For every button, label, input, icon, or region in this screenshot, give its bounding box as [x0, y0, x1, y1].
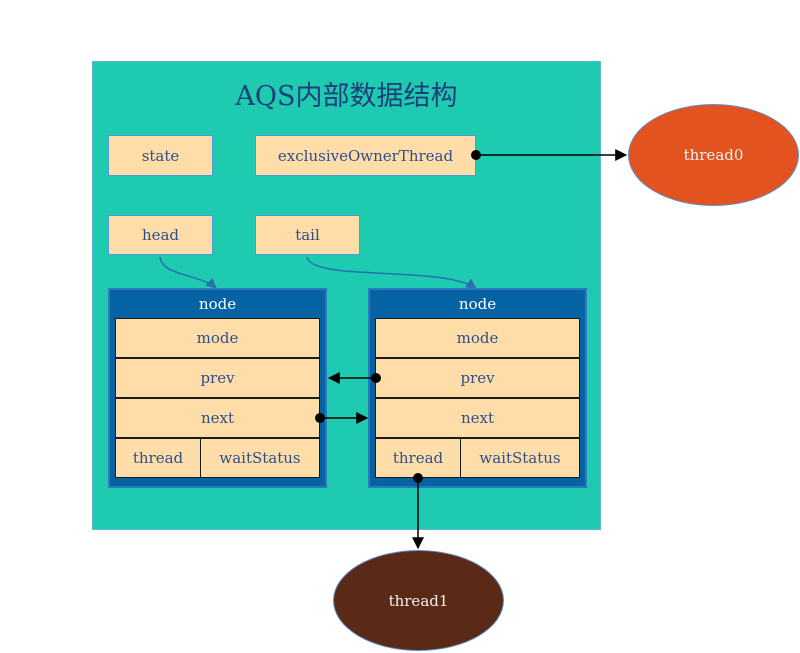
node-2-label: node	[458, 295, 497, 313]
node-1-next-cell: next	[115, 398, 320, 438]
head-label: head	[141, 226, 180, 244]
node-1-prev-cell: prev	[115, 358, 320, 398]
exclusive-owner-thread-label: exclusiveOwnerThread	[277, 146, 454, 165]
diagram-title: AQS内部数据结构	[235, 81, 458, 112]
node-2-wait-status-cell: waitStatus	[460, 438, 580, 478]
node-2-prev-cell: prev	[375, 358, 580, 398]
head-field: head	[108, 215, 213, 255]
node-2-prev-label: prev	[460, 369, 495, 387]
node-1-label: node	[198, 295, 237, 313]
node-2-thread-label: thread	[392, 449, 444, 467]
node-2-mode-label: mode	[456, 329, 499, 347]
node-1-thread-cell: thread	[115, 438, 201, 478]
state-label: state	[141, 146, 180, 165]
thread1-label: thread1	[388, 591, 449, 610]
node-1-wait-status-label: waitStatus	[219, 449, 301, 467]
node-2-thread-cell: thread	[375, 438, 461, 478]
node-1-mode-cell: mode	[115, 318, 320, 358]
node-2-next-cell: next	[375, 398, 580, 438]
thread0-label: thread0	[683, 146, 744, 164]
thread1-ellipse: thread1	[333, 550, 504, 651]
node-1-thread-label: thread	[132, 449, 184, 467]
node-1-next-label: next	[200, 409, 235, 427]
tail-label: tail	[295, 226, 320, 244]
node-2-mode-cell: mode	[375, 318, 580, 358]
node-1-prev-label: prev	[200, 369, 235, 387]
node-2-next-label: next	[460, 409, 495, 427]
thread0-ellipse: thread0	[628, 104, 799, 206]
tail-field: tail	[255, 215, 360, 255]
node-1-mode-label: mode	[196, 329, 239, 347]
exclusive-owner-thread-field: exclusiveOwnerThread	[255, 135, 476, 176]
state-field: state	[108, 135, 213, 176]
node-1-wait-status-cell: waitStatus	[200, 438, 320, 478]
node-2-wait-status-label: waitStatus	[479, 449, 561, 467]
